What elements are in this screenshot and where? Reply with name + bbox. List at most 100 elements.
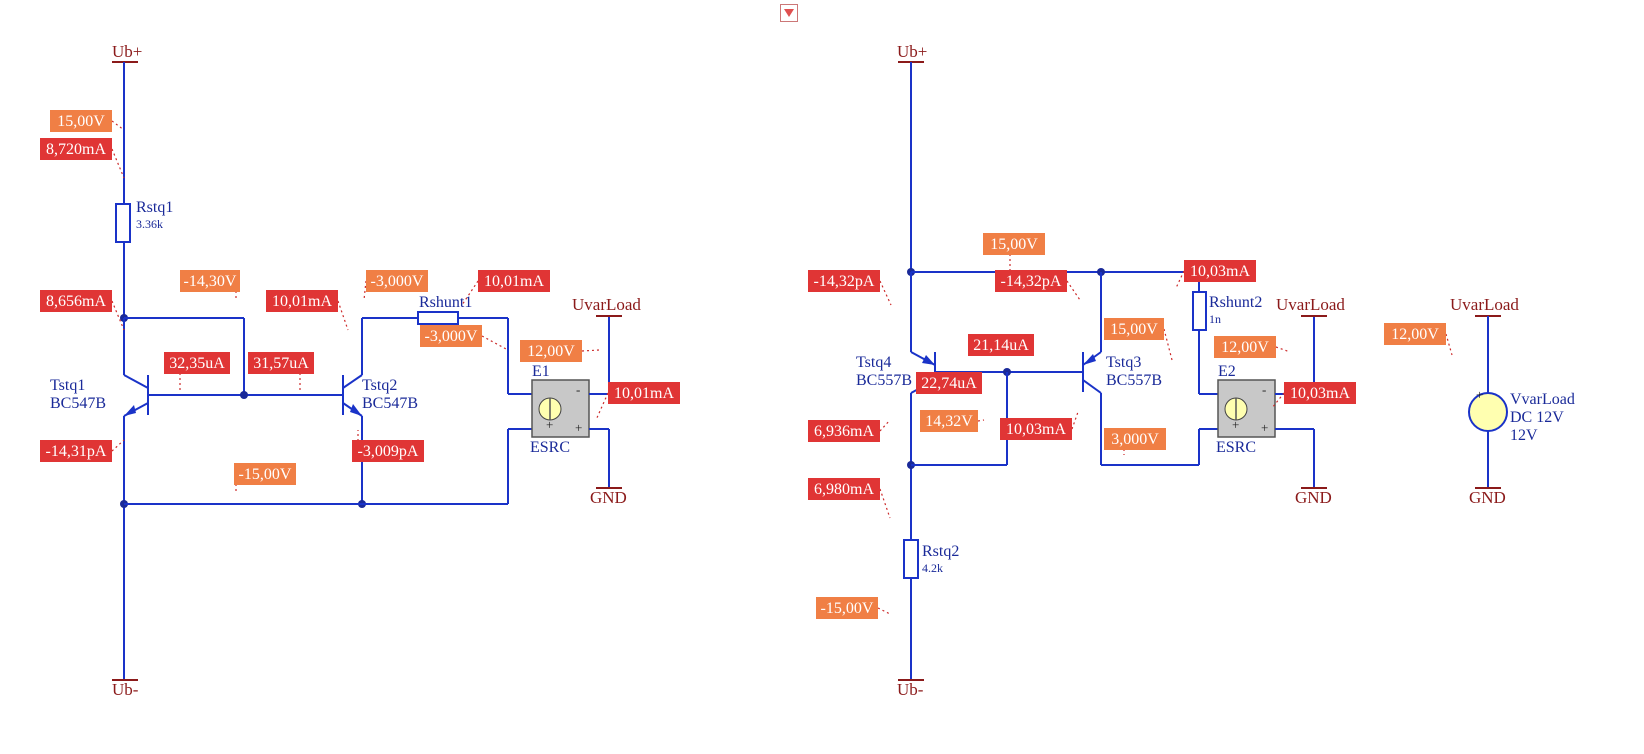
e2-minus-sign: - [1262,382,1266,397]
measurement-tag-box [40,138,112,160]
measurement-tag-box [1214,336,1276,358]
tstq3-collector [1082,379,1102,394]
measurement-tag-box [40,290,112,312]
measurement-value: 32,35uA [169,355,225,372]
measurement-value: 21,14uA [973,337,1029,354]
tstq1-model: BC547B [50,395,106,412]
measurement-tag-box [180,270,240,292]
rshunt2-resistor[interactable] [1192,291,1207,331]
measurement-value: 3,000V [1111,431,1159,448]
measurement-tag-box [920,410,978,432]
uvarload-label-source: UvarLoad [1450,295,1519,314]
probe-leader-line [111,120,125,131]
measurement-tag-current: 8,720mA [40,138,125,179]
measurement-tag-voltage: 12,00V [520,340,600,362]
tstq2-name: Tstq2 [362,377,397,394]
probe-leader-line [1163,328,1173,361]
measurement-tag-current: -14,32pA [808,270,892,306]
probe-leader-line [1445,333,1453,356]
rshunt2-name: Rshunt2 [1209,294,1262,311]
e1-name: E1 [532,363,550,380]
tstq1-collector [123,374,149,389]
rshunt1-resistor[interactable] [417,311,459,325]
measurement-tag-current: -14,31pA [40,439,125,462]
probe-leader-line [595,392,609,421]
measurement-value: 31,57uA [253,355,309,372]
measurement-tag-box [420,325,482,347]
measurement-tag-box [234,463,296,485]
measurement-tag-box [248,352,314,374]
measurement-value: -3,000V [371,273,424,290]
measurement-tag-box [1104,428,1166,450]
measurement-tag-current: 21,14uA [968,334,1034,356]
tstq3-model: BC557B [1106,372,1162,389]
measurement-value: -14,30V [184,273,237,290]
e1-type: ESRC [530,439,570,456]
probe-leader-line [1175,270,1185,289]
probe-leader-line [1275,346,1291,353]
measurement-value: 6,980mA [814,481,874,498]
tstq2-arrow-icon [350,404,362,416]
measurement-value: 15,00V [57,113,105,130]
measurement-tag-box [1284,382,1356,404]
measurement-value: 14,32V [925,413,973,430]
measurement-tag-current: 10,01mA [595,382,680,421]
probe-leader-line [877,607,891,615]
measurement-value: 12,00V [1391,326,1439,343]
measurement-value: 12,00V [527,343,575,360]
probe-leader-line [879,488,891,519]
measurement-tag-box [995,270,1067,292]
vvarload-plus-sign: + [1476,387,1483,402]
probe-leader-line [1066,280,1081,301]
measurement-tag-box [816,597,878,619]
measurement-value: 10,01mA [614,385,674,402]
vvarload-source-icon[interactable] [1468,392,1508,432]
probe-leader-line [337,300,349,331]
measurement-value: -15,00V [239,466,292,483]
probe-leader-line [363,280,367,301]
measurement-tag-box [916,372,982,394]
tstq4-arrow-icon [922,355,935,365]
rstq2-resistor[interactable] [903,539,919,579]
tstq1-arrow-icon [124,405,136,416]
uvarload-label-left: UvarLoad [572,295,641,314]
measurement-tag-box [352,440,424,462]
measurement-tag-box [1104,318,1164,340]
measurement-tag-current: 8,656mA [40,290,125,331]
rstq1-resistor[interactable] [115,203,131,243]
rstq1-name: Rstq1 [136,199,173,216]
measurement-tag-box [1384,323,1446,345]
tstq2-collector [342,374,363,389]
measurement-tag-current: 10,03mA [1000,411,1079,440]
probe-leader-line [111,148,125,179]
measurement-value: 6,936mA [814,423,874,440]
measurement-tag-voltage: 12,00V [1384,323,1453,356]
measurement-tag-voltage: -15,00V [816,597,891,619]
probe-leader-line [1271,392,1285,409]
measurement-tag-current: 10,01mA [461,270,550,306]
measurement-value: 15,00V [1110,321,1158,338]
vvarload-value: 12V [1510,427,1538,444]
right-circuit: Ub+ Tstq4 BC557B Tstq3 BC557B Rshunt2 1n [856,42,1345,699]
measurement-tag-current: 10,03mA [1175,260,1256,289]
rstq2-value: 4.2k [922,561,943,575]
measurement-value: 22,74uA [921,375,977,392]
measurement-tag-box [808,420,880,442]
measurement-tag-voltage: 14,32V [920,410,985,432]
collapse-toggle-icon[interactable] [780,4,798,22]
measurement-value: -15,00V [821,600,874,617]
ub-minus-label-right: Ub- [897,680,924,699]
measurement-value: 15,00V [990,236,1038,253]
measurement-value: 10,03mA [1006,421,1066,438]
gnd-label-source: GND [1469,488,1506,507]
measurement-value: 10,01mA [272,293,332,310]
probe-leader-line [977,419,985,422]
tstq2-model: BC547B [362,395,418,412]
e2-plus-sign: + [1261,420,1268,435]
e2-inner-plus: + [1232,417,1239,432]
measurement-tag-box [808,478,880,500]
measurement-value: 8,720mA [46,141,106,158]
measurement-tag-current: 32,35uA [164,352,230,393]
